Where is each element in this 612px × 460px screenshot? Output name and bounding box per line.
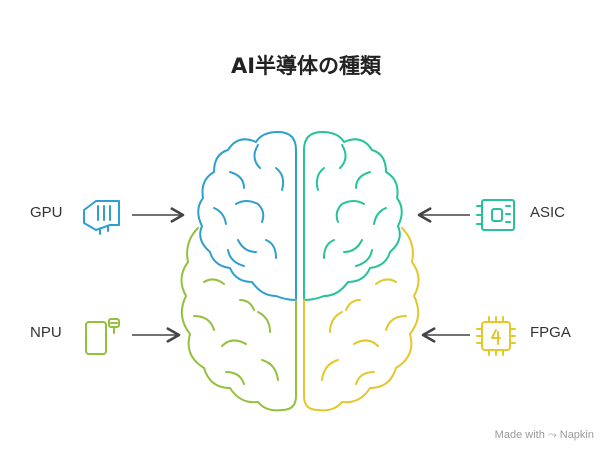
label-fpga: FPGA (530, 324, 571, 341)
mobile-chip-icon (85, 318, 120, 355)
fpga-chip-icon (476, 316, 516, 356)
diagram-title: AI半導体の種類 (230, 54, 382, 78)
label-gpu: GPU (30, 204, 63, 221)
brain-quadrant-bottom-right (303, 227, 420, 412)
label-asic: ASIC (530, 204, 566, 221)
circuit-board-icon (476, 199, 515, 231)
brain-quadrant-bottom-left (180, 227, 297, 412)
brain-quadrant-top-right (303, 131, 403, 301)
label-npu: NPU (30, 324, 62, 341)
watermark-brand: Napkin (559, 429, 594, 441)
gpu-card-icon (83, 200, 120, 235)
napkin-logo-icon: ⤳ (547, 429, 557, 441)
brain-quadrant-top-left (197, 131, 297, 301)
watermark-made-with: Made with (494, 429, 545, 441)
brain-illustration (180, 131, 420, 412)
napkin-watermark: Made with ⤳ Napkin (495, 429, 594, 442)
